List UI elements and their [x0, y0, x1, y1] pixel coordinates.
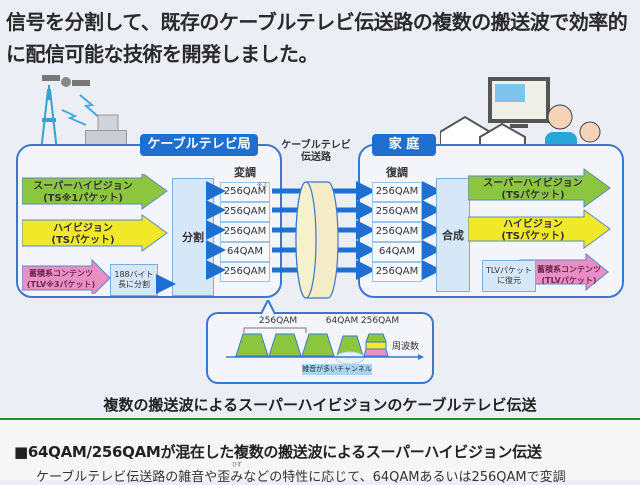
modulation-box: 256QAM	[220, 202, 270, 222]
shv-output-line2: (TSパケット)	[501, 190, 565, 201]
signal-icon	[79, 94, 101, 119]
tv-icon	[488, 77, 550, 128]
satellite-icon	[42, 75, 90, 87]
station-tag: ケーブルテレビ局	[140, 134, 258, 156]
tlv-restore-box: TLVパケットに復元	[482, 260, 536, 292]
demodulation-box: 256QAM	[372, 262, 422, 282]
modulation-list: 256QAM※2 256QAM 256QAM 64QAM 256QAM	[220, 181, 270, 282]
group-bracket	[243, 327, 307, 333]
carrier-256-2	[268, 333, 302, 357]
intro-line-1: 信号を分割して、既存のケーブルテレビ伝送路の複数の搬送波で効率的	[6, 10, 628, 34]
cable-label-line1: ケーブルテレビ	[281, 140, 351, 151]
stored-output-line2: (TLVパケット)	[541, 276, 597, 285]
modulation-box: 256QAM※2	[220, 181, 270, 202]
lower-section	[0, 420, 640, 480]
combine-box: 合成	[436, 178, 470, 292]
modulation-title: 変調	[234, 166, 256, 179]
shv-output-arrow	[468, 168, 611, 208]
demodulation-list: 256QAM 256QAM 256QAM 64QAM 256QAM	[372, 182, 422, 282]
spectrum-label-256-group: 256QAM	[258, 316, 298, 326]
demodulation-box: 64QAM	[372, 242, 422, 262]
cable-label-line2: 伝送路	[301, 152, 331, 163]
shv-output-line1: スーパーハイビジョン	[483, 178, 583, 189]
hd-input-line1: ハイビジョン	[53, 223, 113, 234]
stored-input-line1: 蓄積系コンテンツ	[29, 269, 93, 278]
ruby-annotation: ひず	[232, 462, 243, 468]
carrier-mixed-pink	[363, 348, 389, 357]
home-output-arrows	[468, 168, 611, 292]
footnote-2: ※2	[256, 181, 267, 189]
carrier-mixed-green	[365, 333, 387, 343]
hd-output-line2: (TSパケット)	[501, 231, 565, 242]
modulation-box: 256QAM	[220, 222, 270, 242]
hd-input-arrow	[22, 214, 168, 252]
section-body: ケーブルテレビ伝送路の雑音や歪みなどの特性に応じて、64QAMあるいは256QA…	[36, 470, 566, 485]
carrier-256-3	[301, 333, 335, 357]
diagram-caption: 複数の搬送波によるスーパーハイビジョンのケーブルテレビ伝送	[103, 396, 537, 414]
splitter-188-box: 188バイト長に分割	[110, 264, 158, 296]
demodulation-box: 256QAM	[372, 182, 422, 202]
hd-output-line1: ハイビジョン	[503, 219, 563, 230]
hd-input-line2: (TSパケット)	[51, 235, 115, 246]
stored-input-arrow	[22, 258, 111, 294]
section-divider	[0, 418, 640, 420]
signal-arrows	[156, 181, 442, 299]
stored-output-line1: 蓄積系コンテンツ	[537, 265, 601, 274]
intro-line-2: に配信可能な技術を開発しました。	[6, 42, 319, 66]
carrier-mixed-yellow	[365, 341, 387, 350]
noisy-channel-label: 雑音が多いチャンネル	[302, 364, 372, 375]
cable-cylinder-icon	[295, 181, 339, 299]
station-input-arrows	[22, 174, 168, 294]
hd-output-arrow	[468, 209, 611, 249]
spectrum-diagram	[226, 300, 424, 365]
shv-input-line1: スーパーハイビジョン	[33, 181, 133, 192]
demodulation-box: 256QAM	[372, 222, 422, 242]
frequency-axis-label: 周波数	[392, 342, 420, 352]
noise-cloud-icon	[335, 351, 365, 365]
demodulation-box: 256QAM	[372, 202, 422, 222]
carrier-256-1	[235, 333, 269, 357]
spectrum-label-64: 64QAM	[325, 316, 359, 326]
home-tag: 家 庭	[372, 134, 436, 156]
stored-input-line2: (TLV※3パケット)	[26, 280, 96, 289]
spectrum-label-256-single: 256QAM	[360, 316, 400, 326]
shv-input-arrow	[22, 174, 168, 210]
demodulation-title: 復調	[386, 166, 408, 179]
shv-input-line2: (TS※1パケット)	[43, 193, 123, 204]
section-heading: ■64QAM/256QAMが混在した複数の搬送波によるスーパーハイビジョン伝送	[14, 443, 542, 461]
